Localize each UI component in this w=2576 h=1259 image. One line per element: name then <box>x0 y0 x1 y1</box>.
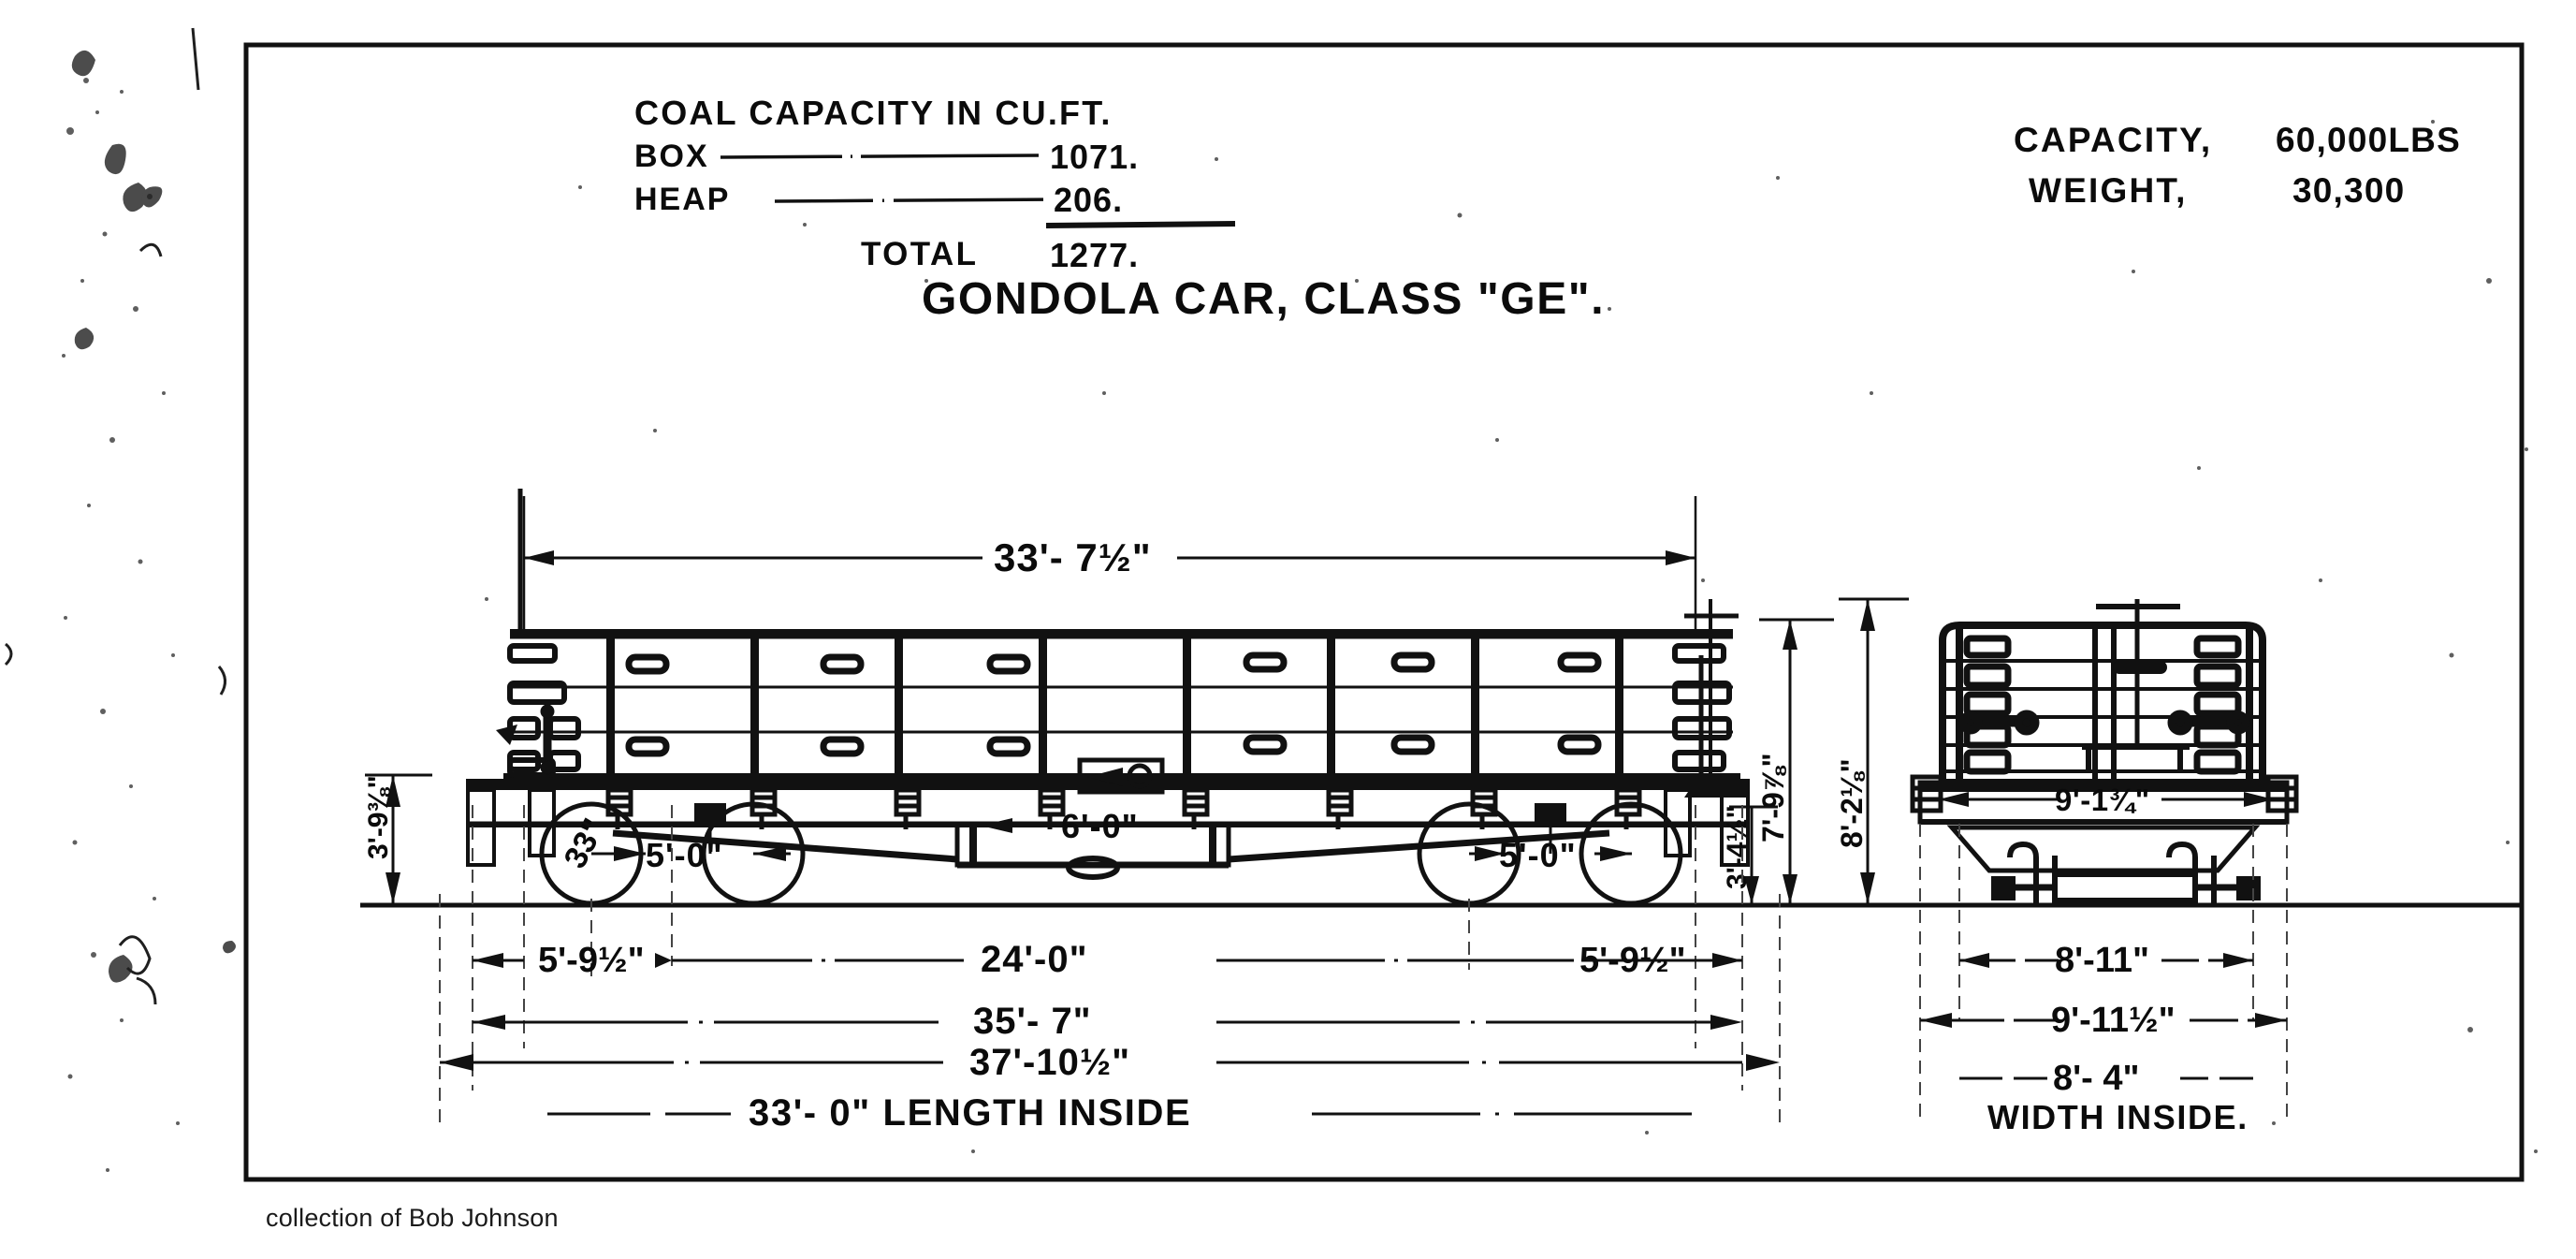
end-grab-irons <box>1958 710 2250 736</box>
coal-capacity-row-label-0: BOX <box>634 139 709 174</box>
coal-capacity-rule <box>1045 221 1236 228</box>
dimension-wheelbase-right <box>1469 846 1632 861</box>
side-top-chord <box>510 629 1733 637</box>
dimension-row-2 <box>473 1015 1742 1030</box>
dimension-overhang-right-label: 5'-9½" <box>1579 941 1686 980</box>
end-dimension-row-2 <box>1920 1013 2287 1028</box>
dimension-height-to-top-of-side-label: 7'-9⅞" <box>1756 753 1790 842</box>
dimension-width-extreme-label: 9'-11½" <box>2051 1001 2176 1040</box>
image-caption: collection of Bob Johnson <box>266 1204 559 1232</box>
coal-capacity-heading: COAL CAPACITY IN CU.FT. <box>634 94 1113 132</box>
dimension-coupler-height-label: 3'-4½" <box>1722 805 1753 889</box>
left-margin-marks <box>4 27 226 1005</box>
weight-label: WEIGHT, <box>2029 171 2188 210</box>
dimension-wheelbase-left-label: 5'-0" <box>646 836 723 874</box>
end-pockets-right <box>2193 635 2242 775</box>
dimension-row-1 <box>473 953 1742 968</box>
coal-capacity-leader-0 <box>720 154 1041 159</box>
weight-value: 30,300 <box>2292 171 2405 210</box>
side-stakes <box>606 633 1623 779</box>
coal-capacity-leader-1 <box>774 198 1056 203</box>
ratings-block: CAPACITY, 60,000LBS WEIGHT, 30,300 <box>2014 121 2461 210</box>
end-bolster <box>1946 825 2261 873</box>
dimension-width-inside-caption: WIDTH INSIDE. <box>1987 1098 2249 1136</box>
dimension-end-interior <box>1939 792 2274 807</box>
coal-capacity-total-value: 1277. <box>1050 236 1139 274</box>
side-stake-pockets <box>625 651 1602 757</box>
end-body-outline <box>1939 622 2266 786</box>
dimension-end-interior-label: 9'-1¾" <box>2055 783 2150 817</box>
dimension-wheelbase-right-label: 5'-0" <box>1499 836 1577 874</box>
dimension-side-height <box>365 773 432 904</box>
dimension-top-overall-label: 33'- 7½" <box>994 535 1152 579</box>
dimension-truck-centers-label: 24'-0" <box>981 939 1088 980</box>
side-left-end-hardware <box>496 643 581 778</box>
dimension-row-3 <box>440 1054 1780 1071</box>
page-title: GONDOLA CAR, CLASS "GE". <box>922 274 1605 324</box>
end-stakes <box>1956 629 2253 781</box>
dimension-width-inside-label: 8'- 4" <box>2053 1059 2140 1098</box>
dimension-top-overall <box>522 496 1697 629</box>
capacity-value: 60,000LBS <box>2276 121 2461 159</box>
capacity-label: CAPACITY, <box>2014 121 2212 159</box>
coal-capacity-total-label: TOTAL <box>861 236 978 272</box>
dimension-wheelbase-left <box>591 846 791 861</box>
coal-capacity-row-label-1: HEAP <box>634 182 730 217</box>
end-elevation-view: 9'-1¾" <box>1910 599 2299 904</box>
dimension-bolster-label: 6'-0" <box>1061 807 1139 845</box>
end-truck <box>1991 841 2261 904</box>
dimension-overhang-left-label: 5'-9½" <box>538 941 645 980</box>
coupler-detail <box>1077 757 1165 795</box>
dimension-coupler-height <box>1729 805 1778 904</box>
end-brake-staff <box>2082 599 2190 773</box>
end-sill-top <box>1920 783 2287 792</box>
dimension-extension-lines <box>439 805 2288 1123</box>
dimension-length-inside-label: 33'- 0" LENGTH INSIDE <box>749 1092 1191 1134</box>
dimension-height-overall <box>1839 597 1909 904</box>
dimension-width-over-side-sills-label: 8'-11" <box>2055 941 2149 980</box>
side-elevation-view: 6'-0" 33" 5'-0" <box>466 489 1750 906</box>
paper-blotches <box>71 50 236 983</box>
dimension-height-to-top-of-side <box>1759 618 1834 904</box>
coal-capacity-block: COAL CAPACITY IN CU.FT. BOX 1071. HEAP 2… <box>634 94 1236 274</box>
dimension-height-overall-label: 8'-2⅛" <box>1835 758 1869 848</box>
side-sill-top <box>468 781 1748 790</box>
dimension-bolster <box>981 818 1209 833</box>
end-dimension-row-1 <box>1959 953 2253 968</box>
drawing-border <box>243 42 2525 1182</box>
coal-capacity-row-value-1: 206. <box>1054 181 1123 219</box>
coal-capacity-row-value-0: 1071. <box>1050 138 1139 176</box>
dimension-over-couplers-label: 37'-10½" <box>969 1042 1130 1083</box>
draft-gear-right <box>1664 788 1750 867</box>
dimension-side-height-label: 3'-9⅜" <box>363 775 394 859</box>
dimension-over-end-sills-label: 35'- 7" <box>973 1001 1092 1042</box>
